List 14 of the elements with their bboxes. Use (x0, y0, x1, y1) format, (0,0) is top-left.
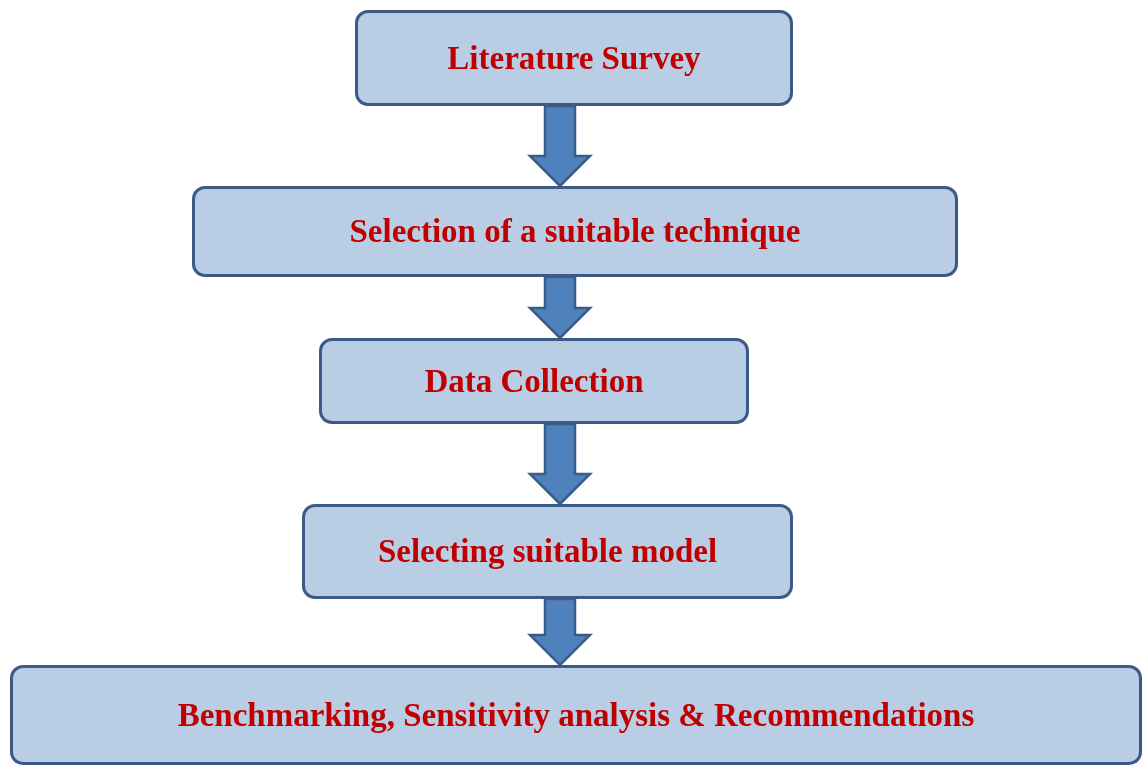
process-box (319, 338, 749, 424)
step-label: Selecting suitable model (377, 533, 718, 570)
step-label: Benchmarking, Sensitivity analysis & Recommendations (177, 696, 975, 734)
block-arrow (527, 275, 593, 340)
step-label: Selection of a suitable technique (349, 213, 801, 250)
block-arrow (527, 597, 593, 667)
step-label: Literature Survey (447, 39, 701, 77)
process-box (355, 10, 793, 106)
process-box (302, 504, 793, 599)
step-label: Data Collection (424, 362, 644, 400)
process-box (192, 186, 958, 277)
process-box (10, 665, 1142, 765)
block-arrow (527, 104, 593, 188)
block-arrow (527, 422, 593, 506)
